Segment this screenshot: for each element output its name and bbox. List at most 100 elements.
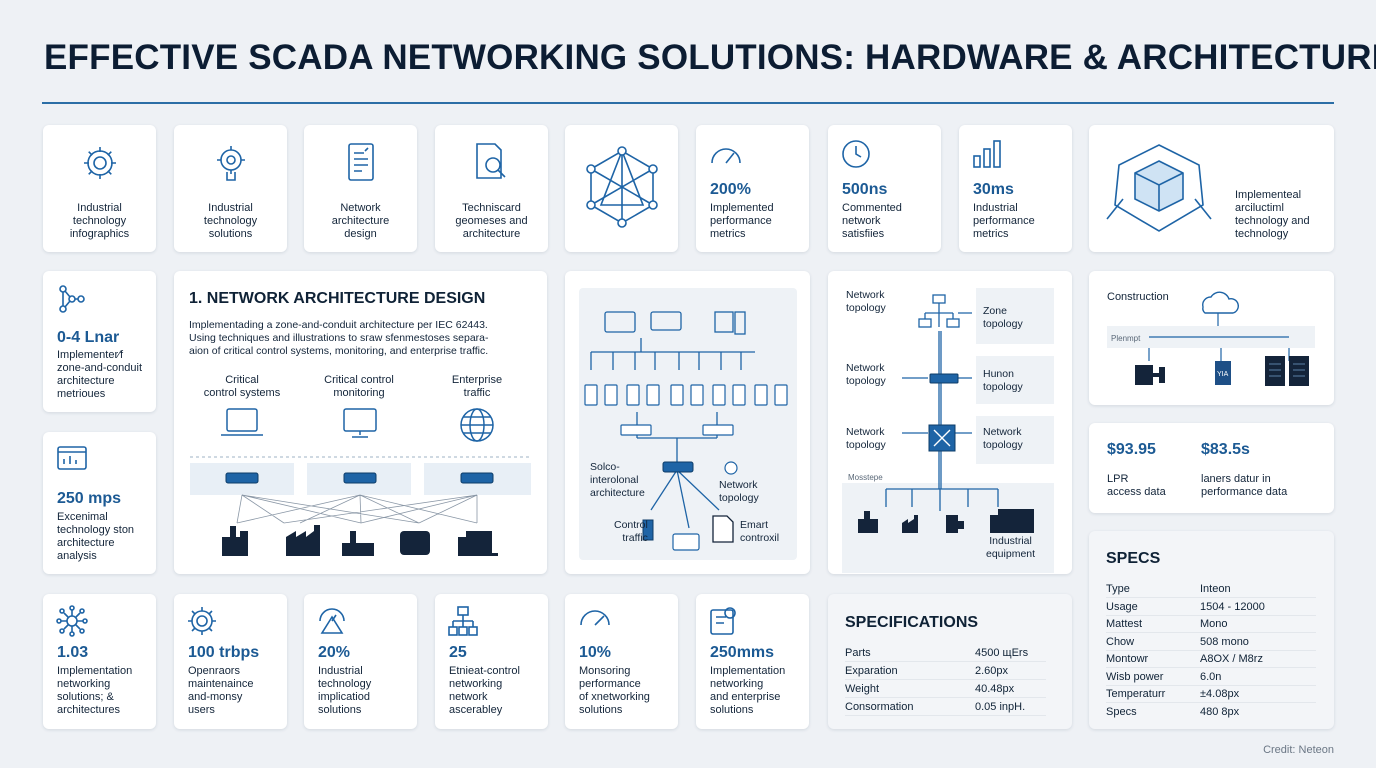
document-search-icon bbox=[476, 143, 506, 179]
price-value: $93.95 bbox=[1107, 441, 1156, 458]
card-label: Implementation networking solutions; & a… bbox=[57, 665, 133, 716]
topology-right-label: Hunon topology bbox=[983, 368, 1023, 393]
card-control-networking: 25 Etnieat-control networking network as… bbox=[435, 594, 548, 729]
card-operators-maintenance: 100 trbps Openraors maintenaince and-mon… bbox=[174, 594, 287, 729]
specifications-title: SPECIFICATIONS bbox=[845, 614, 979, 631]
pricing-panel: $93.95 LPR access data $83.5s laners dat… bbox=[1089, 423, 1334, 513]
metric-value: 25 bbox=[449, 644, 467, 661]
gear-icon bbox=[188, 607, 216, 635]
monitor-icon bbox=[343, 408, 377, 432]
card-label: Implementer⁄f zone-and-conduit architect… bbox=[57, 349, 143, 400]
bar-chart-icon bbox=[973, 140, 1001, 168]
clock-icon bbox=[842, 140, 870, 168]
card-network-design: Network architecture design bbox=[304, 125, 417, 252]
monitor-chart-icon bbox=[57, 446, 87, 470]
cloud-icon bbox=[1202, 291, 1239, 314]
zone-label-monitoring: Critical control monitoring bbox=[324, 374, 394, 399]
laptop-icon bbox=[226, 408, 258, 432]
construction-field: Plenmpt bbox=[1111, 334, 1141, 343]
card-label: Techniscard geomeses and architecture bbox=[455, 202, 528, 240]
topology-bottom-label: Mosstepe bbox=[848, 473, 883, 482]
card-label: Network architecture design bbox=[331, 202, 390, 240]
hierarchy-label-control: Control traffic bbox=[614, 519, 648, 544]
card-label: Industrial performance metrics bbox=[973, 202, 1035, 240]
metric-value: 0-4 Lnar bbox=[57, 329, 120, 346]
card-label: Openraors maintenaince and-monsy users bbox=[188, 665, 254, 716]
section-body: Implementading a zone-and-conduit archit… bbox=[189, 319, 489, 357]
topology-right-label: Zone topology bbox=[983, 305, 1023, 330]
card-label: Industrial technology infographics bbox=[69, 202, 130, 240]
card-network-hexagon bbox=[565, 125, 678, 252]
hierarchy-label-left: Solco- interolonal architecture bbox=[590, 461, 645, 499]
metric-value: 30ms bbox=[973, 181, 1014, 198]
factory-icon bbox=[222, 526, 248, 556]
card-industrial-infographics: Industrial technology infographics bbox=[43, 125, 156, 252]
spec-row: Temperaturr±4.08px bbox=[1106, 685, 1316, 703]
card-industrial-solutions: Industrial technology solutions bbox=[174, 125, 287, 252]
topology-right-label: Network topology bbox=[983, 426, 1023, 451]
topology-diagram bbox=[858, 294, 1034, 533]
card-enterprise-solutions: 250mms Implementation networking and ent… bbox=[696, 594, 809, 729]
card-label: Commented network satisfiies bbox=[842, 202, 902, 240]
price-label: LPR access data bbox=[1107, 473, 1166, 498]
cube-icon bbox=[1106, 144, 1212, 232]
card-label: Monsoring performance of хnetworking sol… bbox=[579, 665, 650, 716]
metric-value: 20% bbox=[318, 644, 351, 661]
network-architecture-design-panel: 1. NETWORK ARCHITECTURE DESIGN Implement… bbox=[174, 271, 547, 574]
metric-value: 200% bbox=[710, 181, 751, 198]
device-label: YIA bbox=[1217, 371, 1229, 378]
pump-icon bbox=[458, 531, 498, 556]
card-network-satisfies: 500ns Commented network satisfiies bbox=[828, 125, 941, 252]
construction-diagram bbox=[1107, 291, 1315, 386]
card-label: Implementeal arciluctiml technology and … bbox=[1235, 189, 1310, 240]
topology-left-label: Network topology bbox=[846, 362, 886, 387]
card-zone-conduit: 0-4 Lnar Implementer⁄f zone-and-conduit … bbox=[43, 271, 156, 412]
card-label: Excenimal technology ston architecture a… bbox=[57, 511, 135, 562]
section-title: 1. NETWORK ARCHITECTURE DESIGN bbox=[189, 290, 486, 307]
card-implementation-networking: 1.03 Implementation networking solutions… bbox=[43, 594, 156, 729]
triangle-gauge-icon bbox=[319, 608, 345, 634]
card-label: Implementation networking and enterprise… bbox=[710, 665, 786, 716]
org-chart-icon bbox=[448, 606, 478, 636]
metric-value: 1.03 bbox=[57, 644, 89, 661]
gauge-icon bbox=[580, 610, 610, 626]
plant-icon bbox=[342, 531, 374, 556]
card-industrial-performance: 30ms Industrial performance metrics bbox=[959, 125, 1072, 252]
gear-icon bbox=[84, 147, 116, 179]
card-label: Industrial technology solutions bbox=[203, 202, 258, 240]
network-topology-panel: Network topology Network topology Networ… bbox=[828, 271, 1072, 574]
hierarchy-label-topology: Network topology bbox=[719, 479, 759, 504]
card-monitoring-performance: 10% Monsoring performance of хnetworking… bbox=[565, 594, 678, 729]
gauge-icon bbox=[711, 148, 741, 164]
factory-icon bbox=[286, 525, 320, 556]
gear-hand-icon bbox=[217, 146, 245, 181]
card-techniscard: Techniscard geomeses and architecture bbox=[435, 125, 548, 252]
card-label: Etnieat-control networking network ascer… bbox=[449, 665, 520, 716]
network-hierarchy-panel: Solco- interolonal architecture Network … bbox=[565, 271, 810, 574]
card-technology-solutions: 20% Industrial technology implicatiod so… bbox=[304, 594, 417, 729]
topology-left-label: Network topology bbox=[846, 289, 886, 314]
hierarchy-label-emart: Emart controxil bbox=[740, 519, 780, 544]
metric-value: 250 mps bbox=[57, 490, 122, 507]
card-technology-cube: Implementeal arciluctiml technology and … bbox=[1089, 125, 1334, 252]
price-label: laners datur in performance data bbox=[1201, 473, 1288, 498]
card-performance-metrics: 200% Implemented performance metrics bbox=[696, 125, 809, 252]
equipment-label: Industrial equipment bbox=[986, 535, 1036, 560]
card-label: Implemented performance metrics bbox=[710, 202, 774, 240]
hierarchy-diagram bbox=[579, 288, 797, 560]
zone-diagram bbox=[190, 408, 531, 556]
topology-left-label: Network topology bbox=[846, 426, 886, 451]
motor-icon bbox=[400, 531, 430, 555]
metric-value: 100 trbps bbox=[188, 644, 260, 661]
